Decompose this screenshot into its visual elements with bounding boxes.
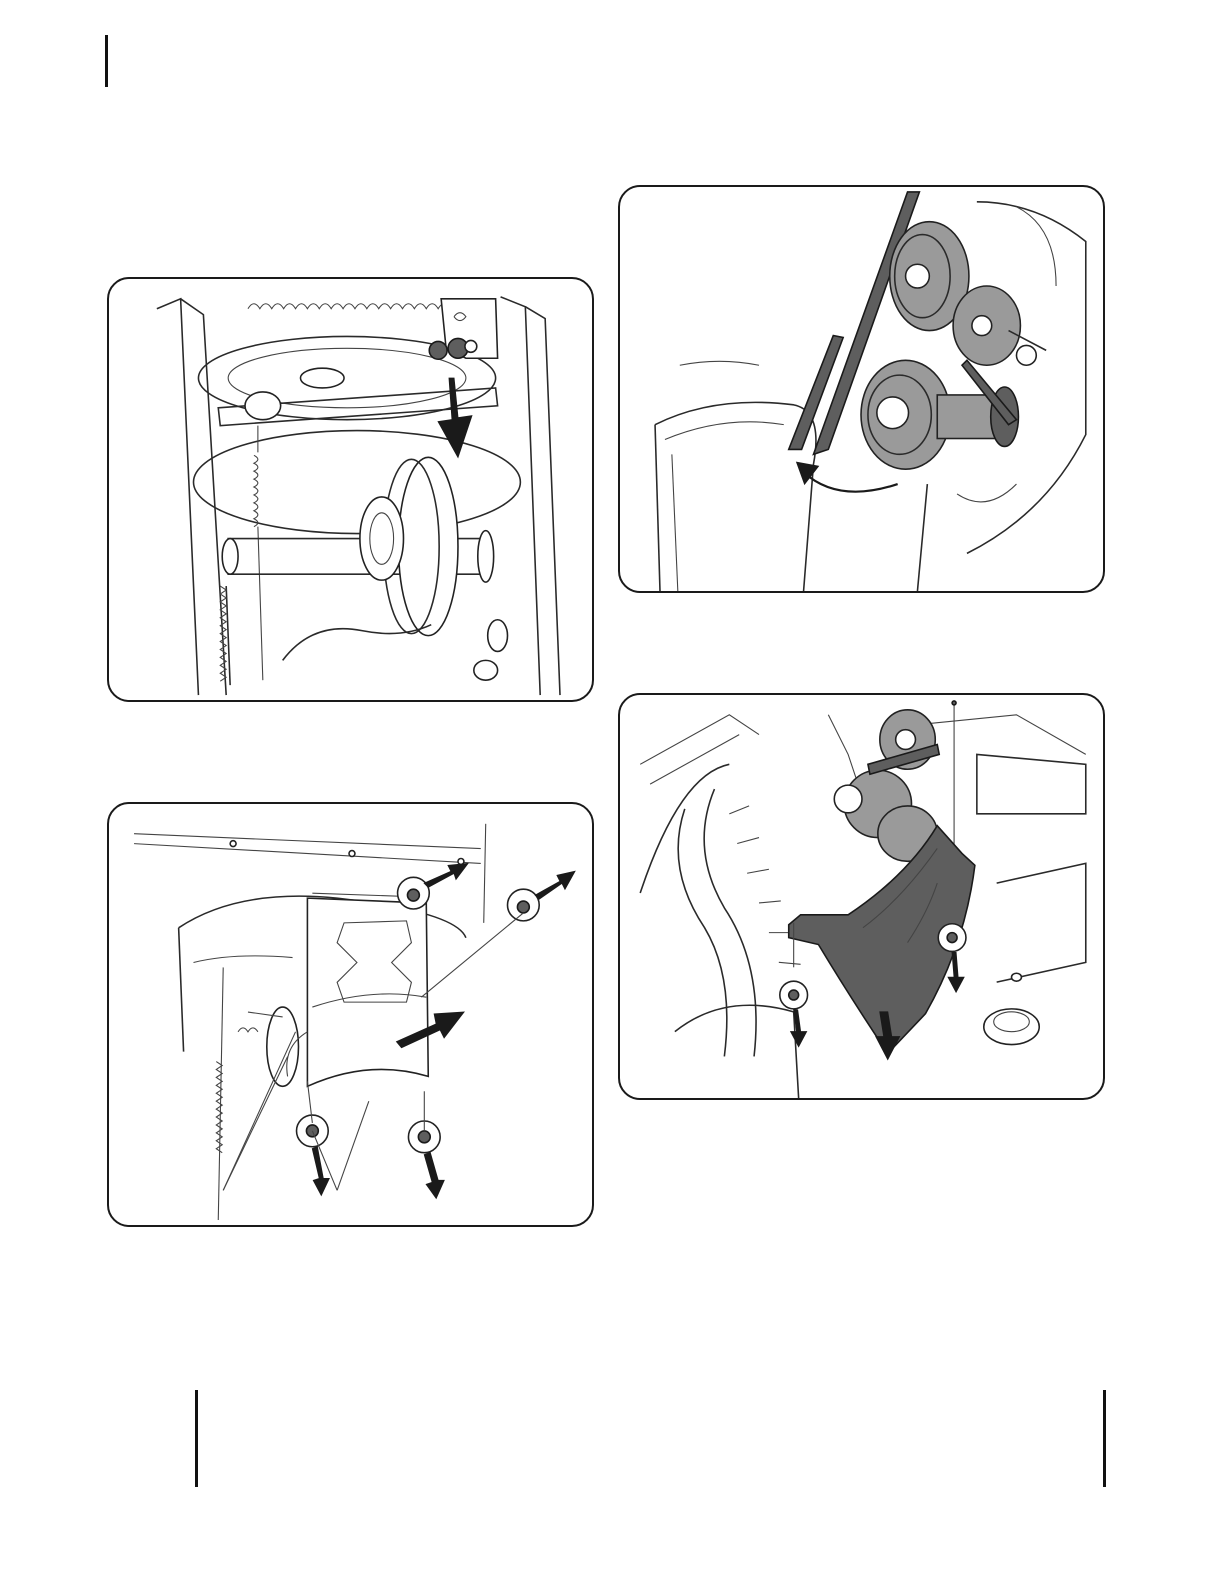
figure-belt-off-pulley	[618, 185, 1105, 593]
figure-idler-spring-release	[107, 277, 594, 702]
bottom-left-margin-rule	[195, 1390, 198, 1487]
top-left-margin-rule	[105, 35, 108, 87]
bottom-right-margin-rule	[1103, 1390, 1106, 1487]
figure-belt-guard-removal	[618, 693, 1105, 1100]
figure-belt-cover-removal	[107, 802, 594, 1227]
idler-bracket-spring-release-illustration	[109, 279, 592, 700]
belt-guard-removal-illustration	[620, 695, 1103, 1098]
belt-cover-removal-illustration	[109, 804, 592, 1225]
belt-off-pulley-illustration	[620, 187, 1103, 591]
